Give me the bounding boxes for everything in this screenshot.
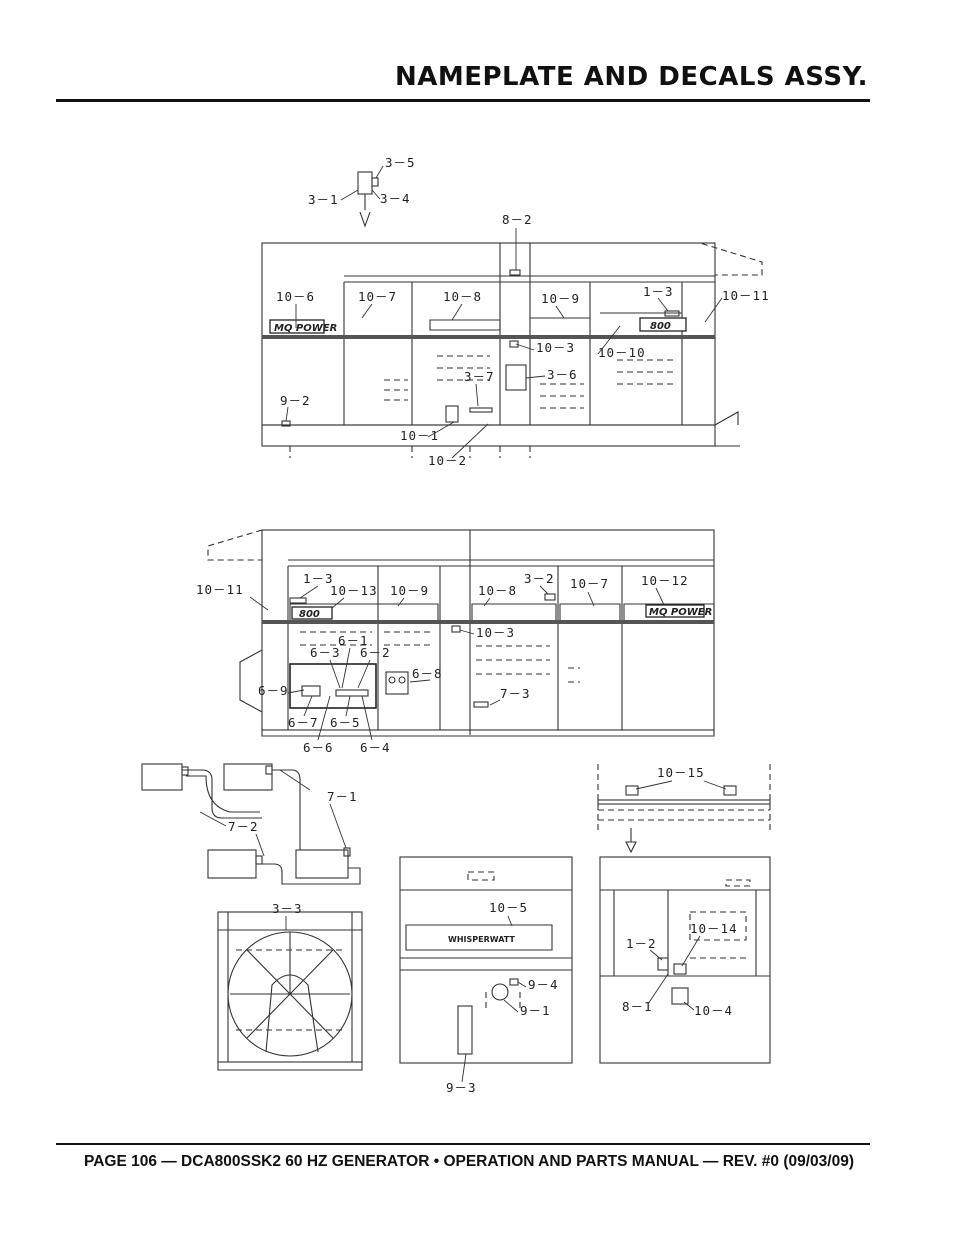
callout-6-7: 6－7 [288, 715, 319, 730]
callout-10-1: 10－1 [400, 428, 439, 443]
generator-side-view-upper: 3－5 3－1 3－4 8－2 MQ POWER 800 10－6 [261, 155, 770, 468]
callout-3-2: 3－2 [524, 571, 555, 586]
callout-10-3-lower: 10－3 [476, 625, 515, 640]
callout-9-4: 9－4 [528, 977, 559, 992]
callout-10-13: 10－13 [330, 583, 378, 598]
footer-rule [56, 1143, 870, 1145]
roof-detail: 10－15 [597, 764, 771, 854]
callout-8-1: 8－1 [622, 999, 653, 1014]
callout-6-3: 6－3 [310, 645, 341, 660]
callout-9-2: 9－2 [280, 393, 311, 408]
callout-10-2: 10－2 [428, 453, 467, 468]
header-rule [56, 99, 870, 102]
callout-3-1: 3－1 [308, 192, 339, 207]
callout-3-6: 3－6 [547, 367, 578, 382]
page-title: NAMEPLATE AND DECALS ASSY. [394, 62, 868, 92]
logo-mq-power-lower: MQ POWER [649, 607, 712, 618]
callout-6-6: 6－6 [303, 740, 334, 755]
callout-10-7-lower: 10－7 [570, 576, 609, 591]
callout-9-1: 9－1 [520, 1003, 551, 1018]
rear-view: WHISPERWATT 10－5 9－4 9－1 9－3 [399, 856, 573, 1095]
callout-10-9-lower: 10－9 [390, 583, 429, 598]
callout-10-12: 10－12 [641, 573, 689, 588]
callout-6-4: 6－4 [360, 740, 391, 755]
callout-1-3-lower: 1－3 [303, 571, 334, 586]
callout-6-5: 6－5 [330, 715, 361, 730]
harness-detail: 7－1 7－2 [141, 763, 361, 885]
callout-10-15: 10－15 [657, 765, 705, 780]
callout-10-8-lower: 10－8 [478, 583, 517, 598]
logo-whisperwatt: WHISPERWATT [448, 935, 515, 944]
radiator-end-view: 3－3 [217, 901, 363, 1071]
callout-6-9: 6－9 [258, 683, 289, 698]
callout-7-1: 7－1 [327, 789, 358, 804]
callout-10-11: 10－11 [722, 288, 770, 303]
callout-10-14: 10－14 [690, 921, 738, 936]
callout-6-8: 6－8 [412, 666, 443, 681]
callout-1-2: 1－2 [626, 936, 657, 951]
callout-7-2: 7－2 [228, 819, 259, 834]
callout-10-4: 10－4 [694, 1003, 733, 1018]
callout-10-5: 10－5 [489, 900, 528, 915]
page-footer: PAGE 106 — DCA800SSK2 60 HZ GENERATOR • … [84, 1153, 855, 1170]
callout-6-1: 6－1 [338, 633, 369, 648]
callout-10-11-lower: 10－11 [196, 582, 244, 597]
callout-10-6: 10－6 [276, 289, 315, 304]
callout-3-4: 3－4 [380, 191, 411, 206]
callout-7-3: 7－3 [500, 686, 531, 701]
callout-10-10: 10－10 [598, 345, 646, 360]
callout-8-2: 8－2 [502, 212, 533, 227]
callout-3-7: 3－7 [464, 369, 495, 384]
callout-6-2: 6－2 [360, 645, 391, 660]
generator-side-view-lower: 800 MQ POWER 10－11 1－3 10－13 10－9 3－2 10… [196, 529, 715, 755]
callout-10-8: 10－8 [443, 289, 482, 304]
callout-9-3: 9－3 [446, 1080, 477, 1095]
logo-800-upper: 800 [650, 321, 671, 332]
callout-10-3: 10－3 [536, 340, 575, 355]
front-view: 1－2 10－14 8－1 10－4 [599, 856, 771, 1064]
callout-10-9: 10－9 [541, 291, 580, 306]
logo-mq-power-upper: MQ POWER [274, 323, 337, 334]
callout-10-7: 10－7 [358, 289, 397, 304]
logo-800-lower: 800 [299, 609, 320, 620]
callout-3-5: 3－5 [385, 155, 416, 170]
callout-1-3: 1－3 [643, 284, 674, 299]
callout-3-3: 3－3 [272, 901, 303, 916]
